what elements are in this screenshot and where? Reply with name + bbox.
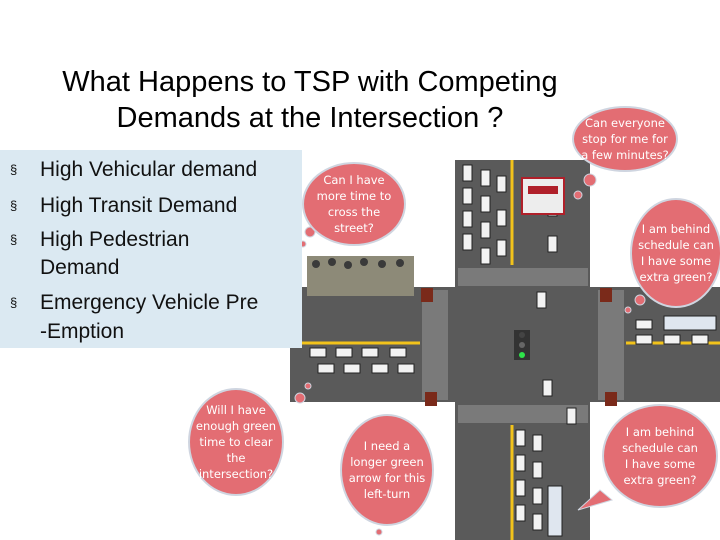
bubble-line: arrow for this (348, 471, 426, 485)
bubble-line: a few minutes? (581, 148, 669, 162)
ped-signal-sw (425, 392, 437, 406)
bus-east (663, 315, 717, 331)
bubble-emergency: Can everyone stop for me for a few minut… (572, 106, 678, 172)
list-item-text: Demand (40, 256, 120, 279)
title-line-2: Demands at the Intersection ? (116, 102, 504, 134)
bubble-line: I am behind (641, 222, 711, 236)
bubble-pedestrian: Can I have more time to cross the street… (302, 162, 406, 246)
list-item: § High Transit Demand (10, 192, 238, 219)
list-item: § High Pedestrian (10, 226, 190, 253)
bubble-bus-east: I am behind schedule can I have some ext… (630, 198, 720, 308)
east-queue-cars (635, 319, 709, 345)
crosswalk-south (458, 405, 588, 423)
bubble-line: Will I have (206, 403, 266, 417)
crosswalk-north (458, 268, 588, 286)
bubble-line: I have some (640, 254, 712, 268)
bubble-line: street? (334, 221, 374, 235)
fire-truck (521, 177, 565, 215)
bullet-marker: § (10, 232, 18, 247)
bubble-left-turn: I need a longer green arrow for this lef… (340, 414, 434, 526)
bullet-marker: § (10, 198, 18, 213)
fire-truck-stripe (528, 186, 558, 194)
title-line-1: What Happens to TSP with Competing (62, 66, 558, 98)
list-item-text: High Pedestrian (40, 228, 190, 251)
list-item-continuation: Demand (40, 254, 119, 281)
bus-south (547, 485, 563, 537)
bubble-line: extra green? (623, 473, 697, 487)
crosswalk-west (422, 290, 448, 400)
west-queue-cars (309, 347, 415, 374)
ped-signal-nw (421, 288, 433, 302)
bubble-line: I need a (363, 439, 411, 453)
bubble-line: Can I have (323, 173, 385, 187)
ped-signal-se (605, 392, 617, 406)
bubble-line: Can everyone (585, 116, 665, 130)
bullet-marker: § (10, 162, 18, 177)
bubble-line: stop for me for (582, 132, 668, 146)
bubble-line: longer green (350, 455, 424, 469)
bubble-line: enough green (195, 419, 277, 433)
bubble-line: cross the (327, 205, 381, 219)
slide-title: What Happens to TSP with Competing Deman… (10, 64, 610, 136)
list-item-text: Emergency Vehicle Pre (40, 291, 259, 314)
bubble-bus-south: I am behind schedule can I have some ext… (602, 404, 718, 508)
bubble-line: I am behind (625, 425, 695, 439)
bubble-line: more time to (316, 189, 392, 203)
list-item: § Emergency Vehicle Pre (10, 289, 259, 316)
bubble-line: time to clear (199, 435, 273, 449)
pedestrian-figures (312, 258, 404, 269)
bubble-line: extra green? (639, 270, 713, 284)
bubble-tail-south-bus (577, 489, 614, 511)
bubble-line: I have some (624, 457, 696, 471)
ped-signal-ne (600, 288, 612, 302)
bubble-line: left-turn (363, 487, 411, 501)
south-queue-cars (515, 379, 577, 531)
bullet-marker: § (10, 295, 18, 310)
list-item: § High Vehicular demand (10, 156, 258, 183)
list-item-text: High Transit Demand (40, 194, 238, 217)
list-item-continuation: -Emption (40, 318, 124, 345)
bubble-line: schedule can (638, 238, 714, 252)
bubble-line: intersection? (198, 467, 274, 481)
bullet-panel: § High Vehicular demand § High Transit Dem… (0, 150, 302, 348)
list-item-text: -Emption (40, 320, 125, 343)
bubble-line: the (226, 451, 246, 465)
bubble-vehicles: Will I have enough green time to clear t… (188, 388, 284, 496)
crosswalk-east (598, 290, 624, 400)
bubble-line: schedule can (622, 441, 698, 455)
list-item-text: High Vehicular demand (40, 158, 258, 181)
